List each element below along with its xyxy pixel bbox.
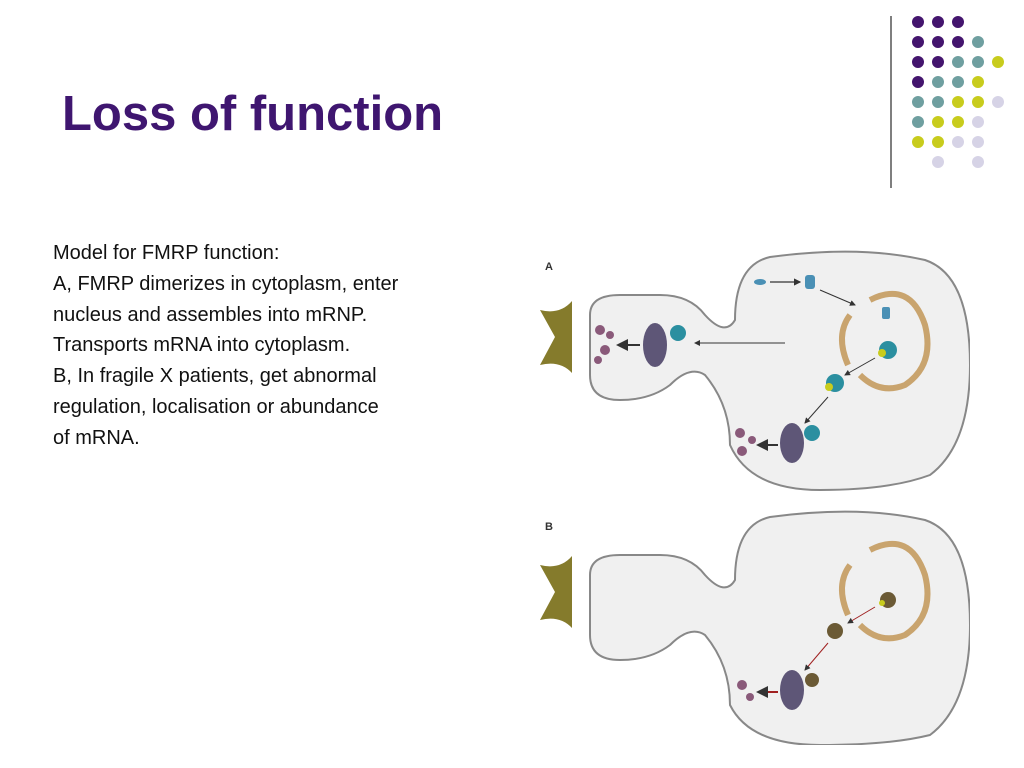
nucleus-a: [857, 290, 931, 392]
cell-outline-a: [589, 250, 970, 492]
body-line: nucleus and assembles into mRNP.: [53, 303, 368, 326]
body-line: A, FMRP dimerizes in cytoplasm, enter: [53, 272, 399, 295]
ribosome-b: [780, 670, 804, 710]
ribosome-a1: [643, 323, 667, 367]
slide-body: Model for FMRP function: A, FMRP dimeriz…: [53, 238, 503, 454]
ribosome-a2: [780, 423, 804, 463]
mrnp-complex: [878, 341, 897, 359]
panel-a: A: [540, 250, 970, 492]
dot-grid: [912, 16, 1004, 168]
slide-title: Loss of function: [62, 87, 444, 141]
panel-b: B: [540, 510, 970, 745]
dot-grid-decoration: [890, 16, 1004, 188]
nucleus-b: [857, 540, 931, 642]
body-line: of mRNA.: [53, 426, 140, 449]
cell-outline-b: [589, 510, 970, 745]
body-line: Model for FMRP function:: [53, 242, 280, 264]
fmrp-model-figure: A: [540, 250, 970, 745]
panel-b-label: B: [545, 521, 553, 533]
body-line: B, In fragile X patients, get abnormal: [53, 365, 377, 388]
body-line: Transports mRNA into cytoplasm.: [53, 334, 351, 357]
body-line: regulation, localisation or abundance: [53, 395, 379, 418]
synapse-terminal-a: [540, 301, 572, 373]
panel-a-label: A: [545, 261, 553, 273]
synapse-terminal-b: [540, 556, 572, 628]
